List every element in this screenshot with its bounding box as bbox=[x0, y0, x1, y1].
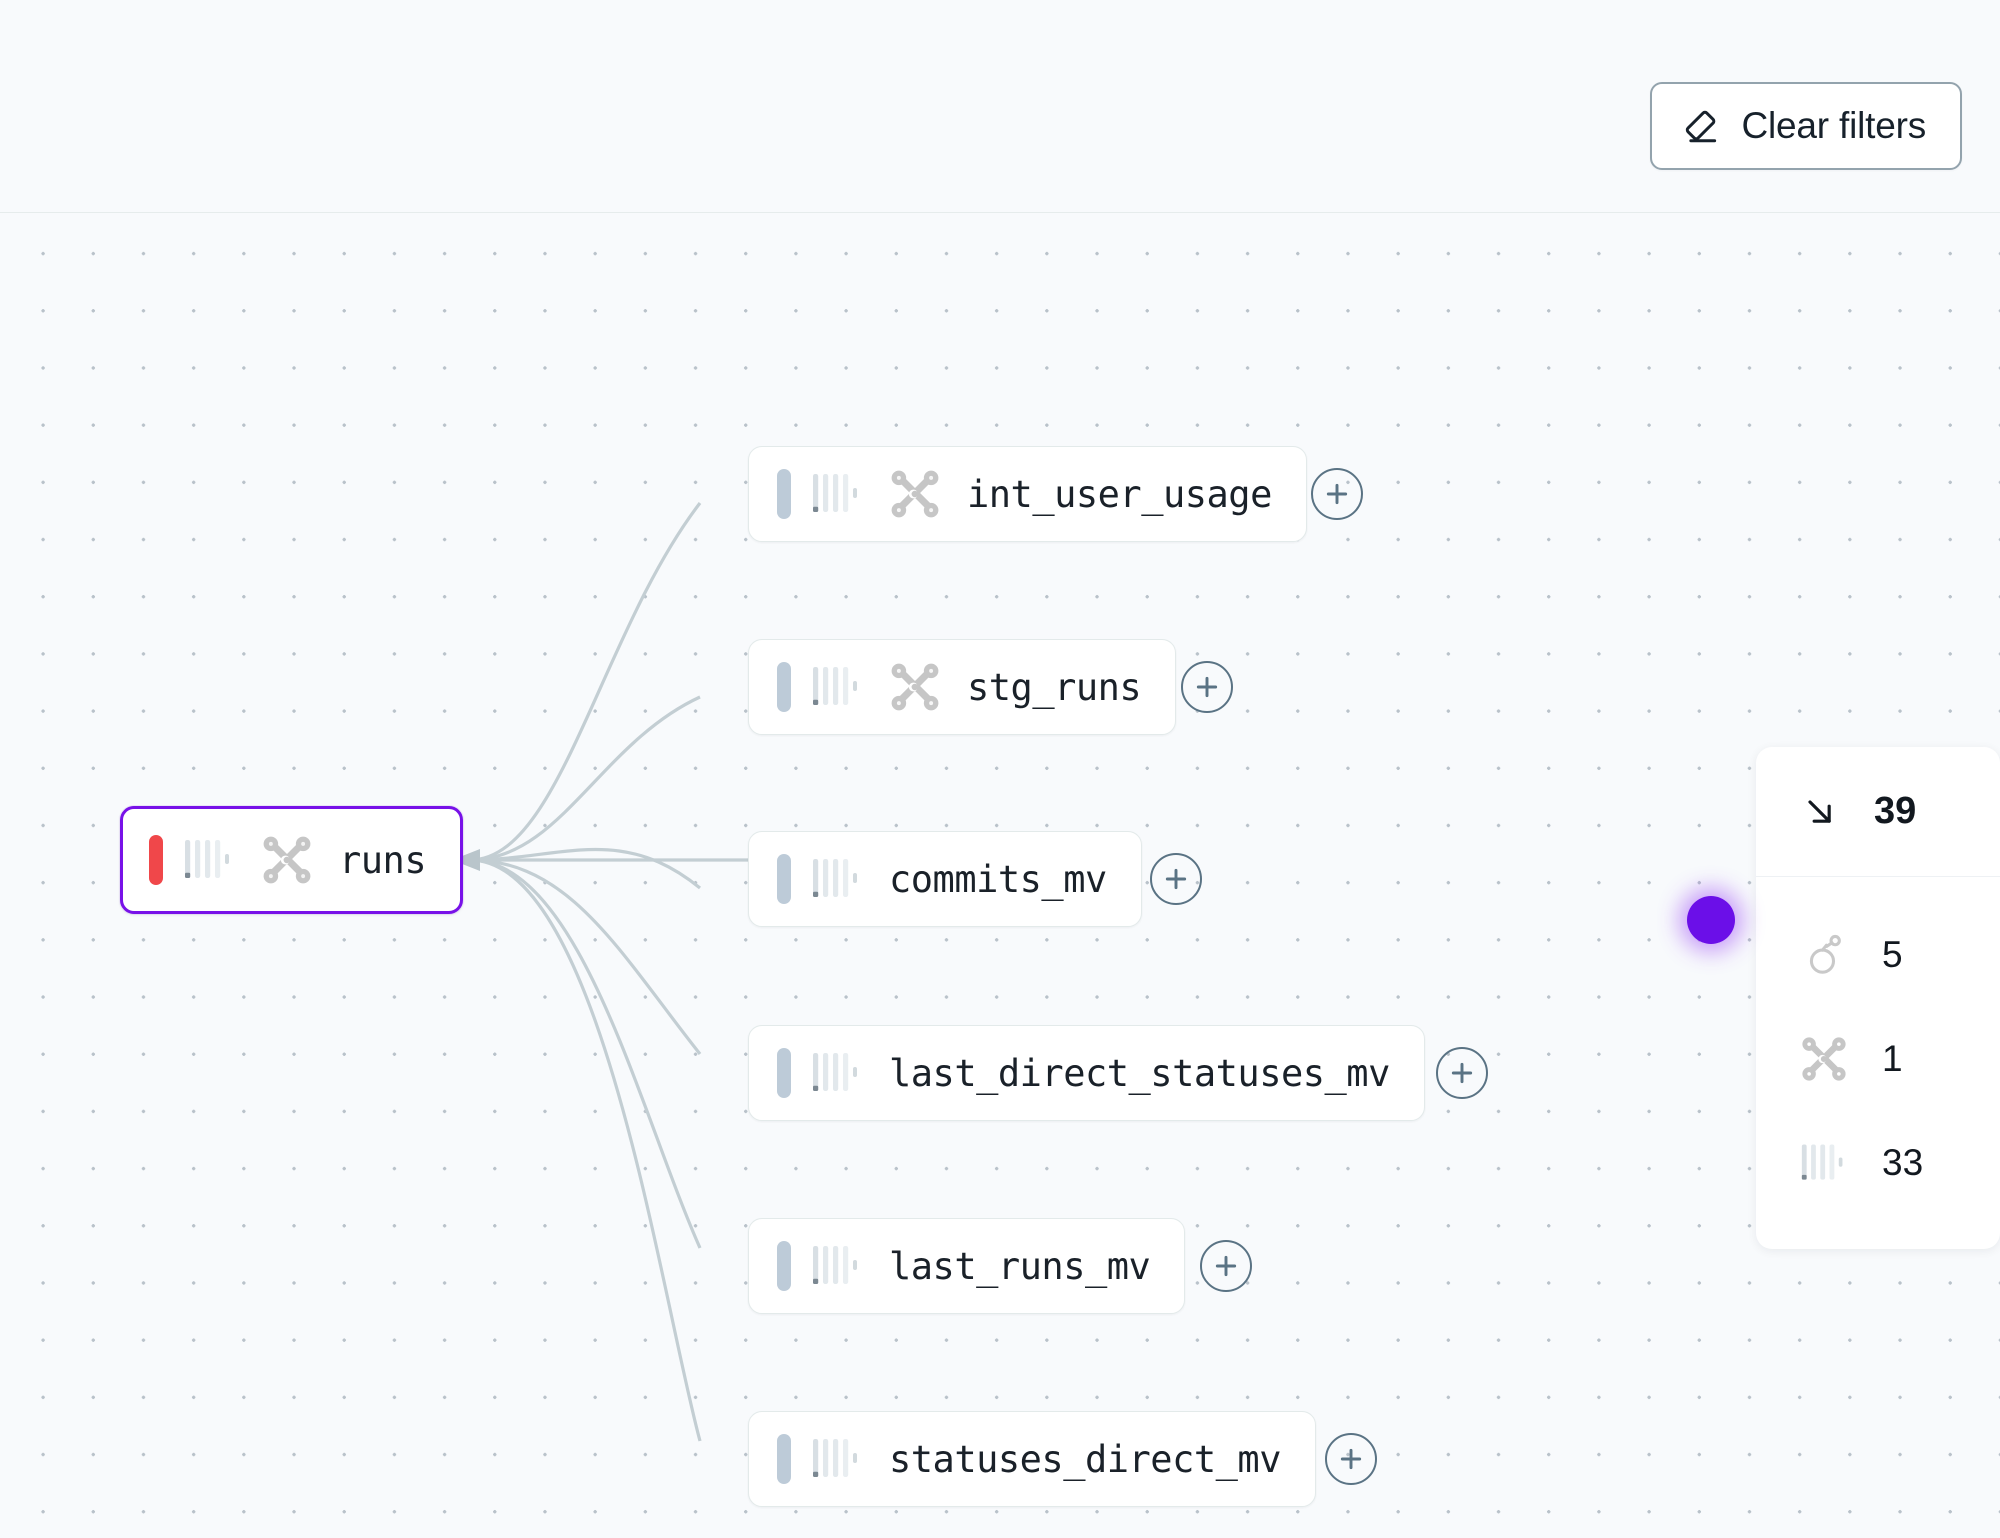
toolbar: Clear filters bbox=[0, 0, 2000, 213]
legend-panel: 39 5 bbox=[1756, 747, 2000, 1249]
graph-node-last-runs-mv[interactable]: last_runs_mv bbox=[748, 1218, 1186, 1314]
node-status-bar bbox=[777, 1048, 791, 1098]
clear-filters-label: Clear filters bbox=[1741, 105, 1927, 146]
graph-node-commits-mv[interactable]: commits_mv bbox=[748, 831, 1142, 927]
expand-node-last-direct-statuses-mv-button[interactable] bbox=[1436, 1047, 1488, 1099]
node-status-bar bbox=[777, 662, 791, 712]
columns-icon bbox=[791, 1051, 863, 1095]
dbt-icon bbox=[235, 834, 313, 886]
columns-icon bbox=[791, 665, 863, 709]
node-label: stg_runs bbox=[967, 665, 1142, 709]
graph-node-statuses-direct-mv[interactable]: statuses_direct_mv bbox=[748, 1411, 1316, 1507]
node-label: runs bbox=[339, 838, 427, 882]
node-status-bar bbox=[149, 835, 163, 885]
graph-node-int-user-usage[interactable]: int_user_usage bbox=[748, 446, 1307, 542]
node-label: commits_mv bbox=[889, 857, 1107, 901]
model-node-icon bbox=[1800, 931, 1848, 979]
columns-icon bbox=[791, 857, 863, 901]
expand-node-int-user-usage-button[interactable] bbox=[1311, 468, 1363, 520]
columns-icon bbox=[791, 1437, 863, 1481]
dbt-icon bbox=[1800, 1035, 1848, 1083]
legend-value: 1 bbox=[1882, 1038, 1903, 1079]
node-status-bar bbox=[777, 1434, 791, 1484]
dbt-icon bbox=[863, 468, 941, 520]
legend-value: 33 bbox=[1882, 1142, 1924, 1183]
legend-total-value: 39 bbox=[1874, 790, 1917, 832]
node-status-bar bbox=[777, 469, 791, 519]
legend-rows: 5 1 bbox=[1756, 877, 2000, 1249]
expand-node-commits-mv-button[interactable] bbox=[1150, 853, 1202, 905]
graph-canvas[interactable]: runs bbox=[0, 213, 2000, 1538]
node-label: statuses_direct_mv bbox=[889, 1437, 1281, 1481]
graph-node-stg-runs[interactable]: stg_runs bbox=[748, 639, 1177, 735]
columns-icon bbox=[1800, 1139, 1848, 1187]
columns-icon bbox=[163, 838, 235, 882]
legend-value: 5 bbox=[1882, 934, 1903, 975]
legend-row-columns: 33 bbox=[1756, 1111, 2000, 1215]
node-status-bar bbox=[777, 1241, 791, 1291]
graph-node-last-direct-statuses-mv[interactable]: last_direct_statuses_mv bbox=[748, 1025, 1425, 1121]
node-label: last_runs_mv bbox=[889, 1244, 1151, 1288]
expand-node-stg-runs-button[interactable] bbox=[1181, 661, 1233, 713]
eraser-icon bbox=[1680, 105, 1722, 147]
legend-row-models: 5 bbox=[1756, 903, 2000, 1007]
columns-icon bbox=[791, 1244, 863, 1288]
dbt-icon bbox=[863, 661, 941, 713]
graph-node-runs[interactable]: runs bbox=[120, 806, 464, 914]
expand-node-statuses-direct-mv-button[interactable] bbox=[1325, 1433, 1377, 1485]
node-label: int_user_usage bbox=[967, 472, 1272, 516]
node-status-bar bbox=[777, 854, 791, 904]
node-label: last_direct_statuses_mv bbox=[889, 1051, 1390, 1095]
columns-icon bbox=[791, 472, 863, 516]
legend-row-dbt-models: 1 bbox=[1756, 1007, 2000, 1111]
arrow-down-right-icon bbox=[1800, 792, 1840, 832]
cursor-indicator bbox=[1687, 896, 1735, 944]
expand-node-last-runs-mv-button[interactable] bbox=[1200, 1240, 1252, 1292]
clear-filters-button[interactable]: Clear filters bbox=[1649, 82, 1962, 170]
legend-header: 39 bbox=[1756, 747, 2000, 877]
